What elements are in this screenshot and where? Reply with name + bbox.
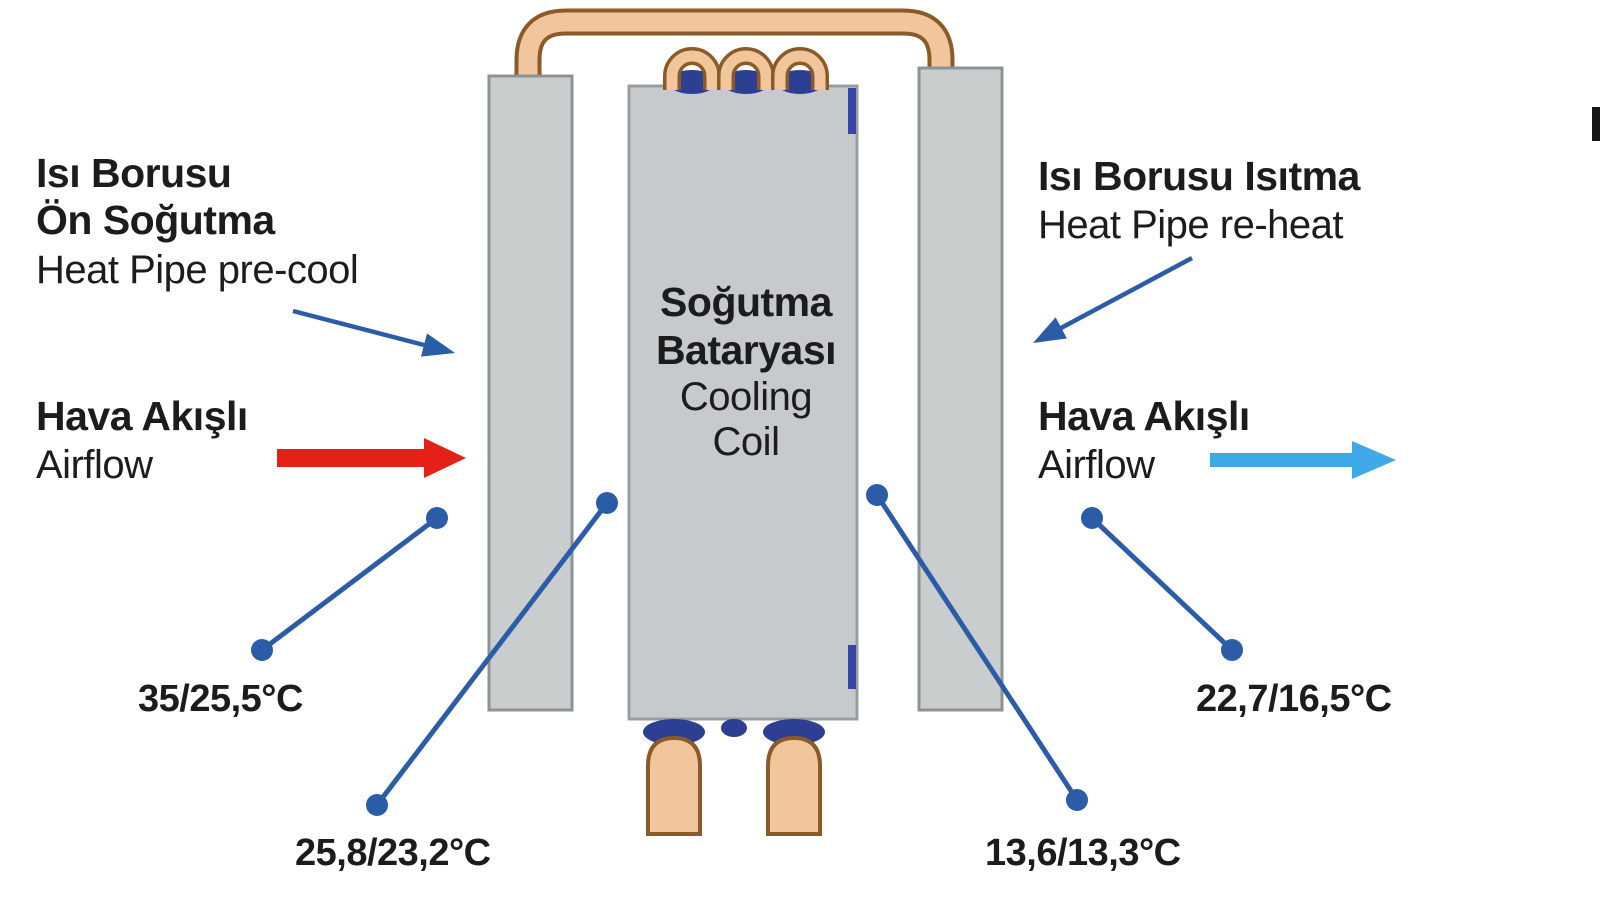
temp-after-coil: 13,6/13,3°C [985,832,1181,874]
bottom-pipe-2 [766,735,822,836]
pointer-line [292,308,425,348]
precool-panel [487,74,574,712]
bottom-header-2 [721,719,747,737]
precool-label: Isı Borusu Ön Soğutma Heat Pipe pre-cool [36,150,359,292]
precool-pointer-arrow [292,308,455,357]
tube-bend-2 [720,50,772,90]
leader-line-after-coil [874,493,1080,802]
temp-inlet: 35/25,5°C [138,678,303,720]
leader-dot [866,484,888,506]
bottom-pipe-1 [646,735,702,836]
leader-dot [1081,507,1103,529]
leader-dot [1066,789,1088,811]
airflow-in-label: Hava Akışlı Airflow [36,393,248,487]
coil-header-strip-top [848,88,856,134]
reheat-panel [917,66,1004,712]
reheat-label: Isı Borusu Isıtma Heat Pipe re-heat [1038,153,1362,247]
leader-line-outlet [1090,516,1234,652]
airflow-out-arrow-icon [1210,441,1396,479]
coil-bottom-connections [643,719,825,836]
bottom-header-1 [643,719,705,745]
leader-line-after-precool [375,501,609,807]
coil-label-en-1: Cooling [680,375,812,419]
connector-pipe-body [518,12,951,96]
cooling-coil-body [627,84,859,721]
leader-dot [596,492,618,514]
tube-bend-1 [666,50,718,90]
leader-dot [251,639,273,661]
reheat-pointer-arrow [1033,256,1194,343]
leader-dot [426,507,448,529]
airflow-in-arrow-icon [277,438,466,478]
airflow-out-label-tr: Hava Akışlı [1038,393,1250,439]
temp-after-precool: 25,8/23,2°C [295,832,491,874]
temperature-labels: 35/25,5°C 25,8/23,2°C 13,6/13,3°C 22,7/1… [138,678,1392,874]
airflow-in-label-en: Airflow [36,443,153,487]
arrowhead-icon [1033,317,1067,343]
leader-dot [1221,639,1243,661]
airflow-out-label-en: Airflow [1038,443,1155,487]
coil-label-en-2: Coil [713,420,780,464]
tube-bend-3 [774,50,826,90]
pointer-line [1059,256,1194,330]
cooling-coil-label: Soğutma Bataryası Cooling Coil [656,279,837,464]
temp-outlet: 22,7/16,5°C [1196,678,1392,720]
bottom-header-3 [763,719,825,745]
heat-pipe-connector [514,8,955,96]
reheat-label-en: Heat Pipe re-heat [1038,203,1343,247]
coil-top-tube-bends [663,47,829,94]
coil-header-strip-bottom [848,645,856,689]
coil-label-tr-1: Soğutma [660,279,834,325]
precool-label-en: Heat Pipe pre-cool [36,248,358,292]
precool-label-tr-1: Isı Borusu [36,150,231,196]
reheat-label-tr: Isı Borusu Isıtma [1038,153,1362,199]
leader-dot [366,794,388,816]
leader-line-inlet [260,516,439,652]
temperature-leaders [251,484,1243,816]
right-edge-crop-mark [1592,107,1600,141]
coil-label-tr-2: Bataryası [656,327,836,373]
airflow-in-label-tr: Hava Akışlı [36,393,248,439]
arrowhead-icon [421,333,455,357]
airflow-out-label: Hava Akışlı Airflow [1038,393,1250,487]
precool-label-tr-2: Ön Soğutma [36,197,276,243]
